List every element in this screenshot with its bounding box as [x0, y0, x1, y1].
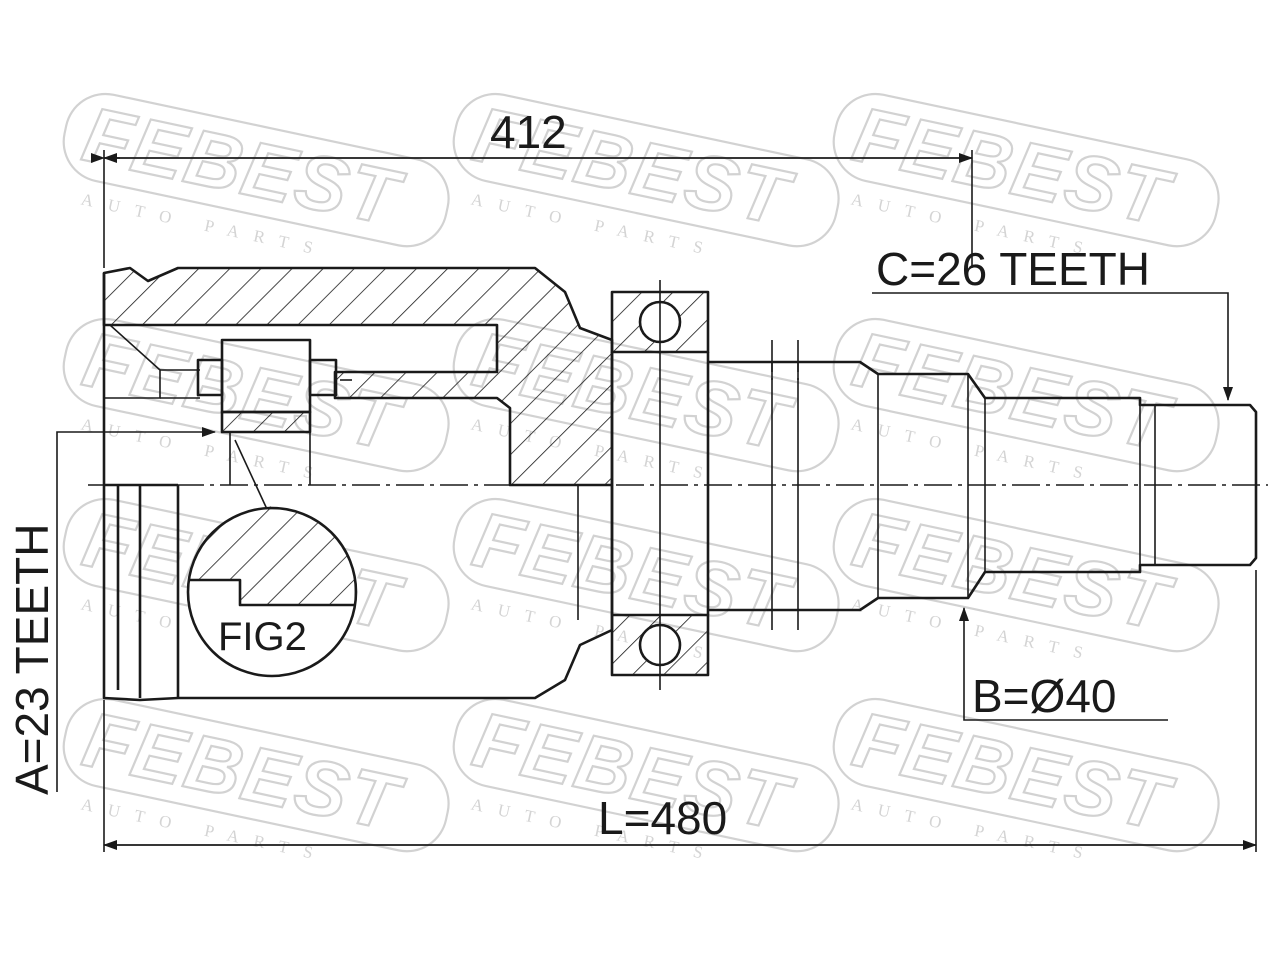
dimension-b-diameter: B=Ø40: [959, 607, 1168, 722]
teeth-a-label: A=23 TEETH: [6, 524, 58, 795]
watermark-logo: FEBEST AUTO PARTS: [62, 694, 450, 865]
watermark-brand: FEBEST: [846, 315, 1181, 468]
dimension-a-teeth: A=23 TEETH: [6, 427, 216, 795]
housing-lower-profile: [102, 273, 614, 702]
watermark-layer: FEBEST AUTO PARTS FEBEST AUTO PARTS FEBE…: [62, 89, 1220, 865]
dim-412-label: 412: [490, 106, 567, 158]
fig2-label: FIG2: [218, 615, 307, 659]
watermark-logo: FEBEST AUTO PARTS: [832, 314, 1220, 485]
watermark-brand: FEBEST: [76, 90, 411, 243]
bearing: [610, 280, 710, 690]
housing-section: [102, 266, 614, 487]
dimension-c-teeth: C=26 TEETH: [872, 243, 1233, 401]
dimension-l-480: L=480: [103, 570, 1257, 852]
teeth-c-label: C=26 TEETH: [876, 243, 1150, 295]
diameter-b-label: B=Ø40: [972, 670, 1117, 722]
watermark-brand: FEBEST: [76, 695, 411, 848]
watermark-logo: FEBEST AUTO PARTS: [62, 89, 450, 260]
watermark-brand: FEBEST: [846, 90, 1181, 243]
watermark-logo: FEBEST AUTO PARTS: [452, 694, 840, 865]
watermark-logo: FEBEST AUTO PARTS: [832, 494, 1220, 665]
length-l-label: L=480: [598, 792, 727, 844]
joint-housing: [102, 266, 614, 702]
fig2-detail: FIG2: [186, 506, 358, 678]
housing-groove: [104, 483, 180, 698]
